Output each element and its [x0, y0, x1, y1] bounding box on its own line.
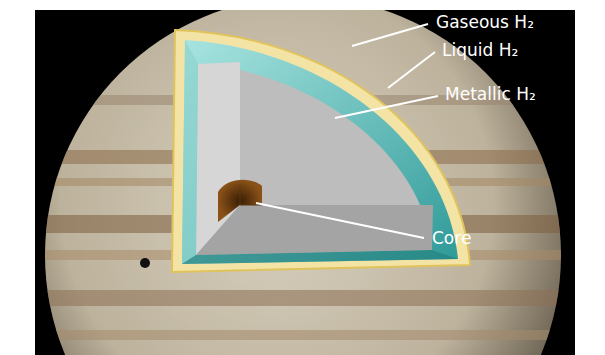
moon-shadow	[140, 258, 150, 268]
leader-line	[388, 52, 435, 88]
metallic-face	[196, 205, 433, 255]
layer-label: Gaseous H₂	[436, 12, 534, 32]
space-background	[35, 10, 575, 355]
leader-line	[352, 24, 428, 46]
liquid-layer	[182, 40, 458, 264]
gas-layer	[172, 30, 470, 272]
layer-label: Metallic H₂	[445, 84, 536, 104]
leader-line	[256, 203, 424, 238]
layer-label: Liquid H₂	[442, 40, 518, 60]
core-sphere	[218, 180, 262, 222]
leader-line	[335, 96, 438, 118]
core-label: Core	[432, 228, 471, 248]
